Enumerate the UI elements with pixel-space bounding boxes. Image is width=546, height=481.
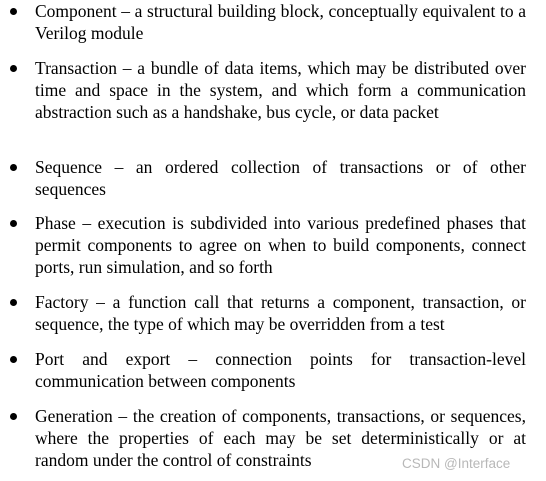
item-text: Generation – the creation of components,… (35, 406, 526, 470)
item-text: Phase – execution is subdivided into var… (35, 213, 526, 277)
bullet-icon (10, 220, 17, 227)
bullet-icon (10, 413, 17, 420)
item-text: Component – a structural building block,… (35, 1, 526, 43)
item-text: Sequence – an ordered collection of tran… (35, 157, 526, 199)
bullet-icon (10, 356, 17, 363)
bullet-icon (10, 8, 17, 15)
bullet-icon (10, 65, 17, 72)
item-text: Port and export – connection points for … (35, 349, 526, 391)
item-text: Factory – a function call that returns a… (35, 292, 526, 334)
bullet-icon (10, 164, 17, 171)
watermark: CSDN @Interface (402, 456, 511, 471)
item-text: Transaction – a bundle of data items, wh… (35, 58, 526, 122)
bullet-icon (10, 299, 17, 306)
